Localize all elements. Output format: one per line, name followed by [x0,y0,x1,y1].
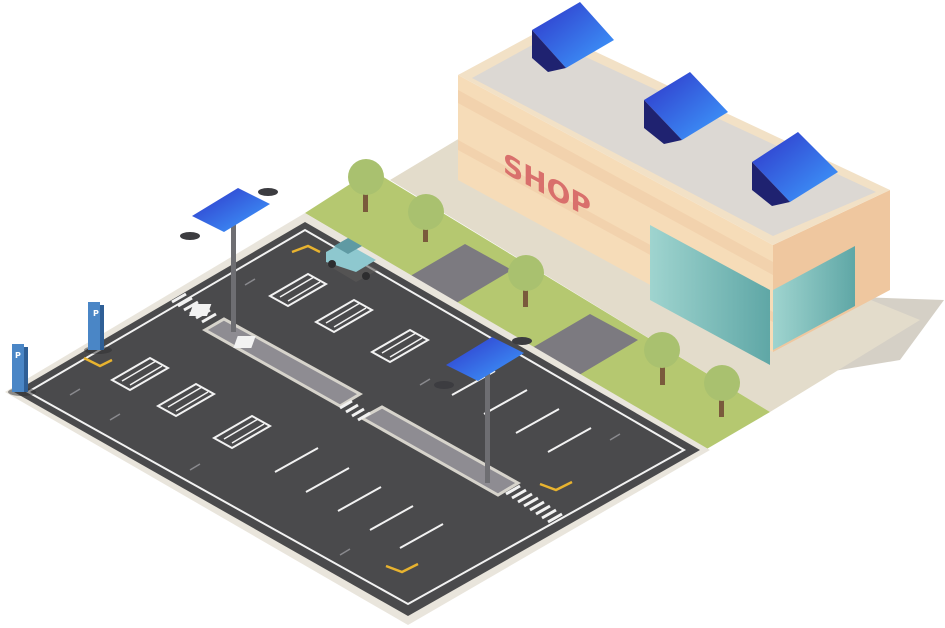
crosswalk-2 [339,399,371,422]
parking-meter-label: P [15,351,21,360]
solar-street-lamp [180,188,532,483]
reserved-bay-hatches [121,276,423,444]
lot-border [25,228,687,606]
median-2 [358,405,521,497]
parking-meter-icon [8,302,112,396]
car [326,238,378,282]
lane-dashes [69,278,621,556]
crosswalk-1 [171,292,217,324]
reserved-bays [109,272,431,450]
accessible-parking-icon [188,304,256,348]
grass-strip [305,170,770,450]
tree-icon [348,159,740,417]
asphalt [14,222,700,616]
parking-meter-label: P [93,309,99,318]
roof-solar-panel [532,2,838,206]
direction-arrows [83,244,573,574]
crosswalk-3 [505,484,563,524]
